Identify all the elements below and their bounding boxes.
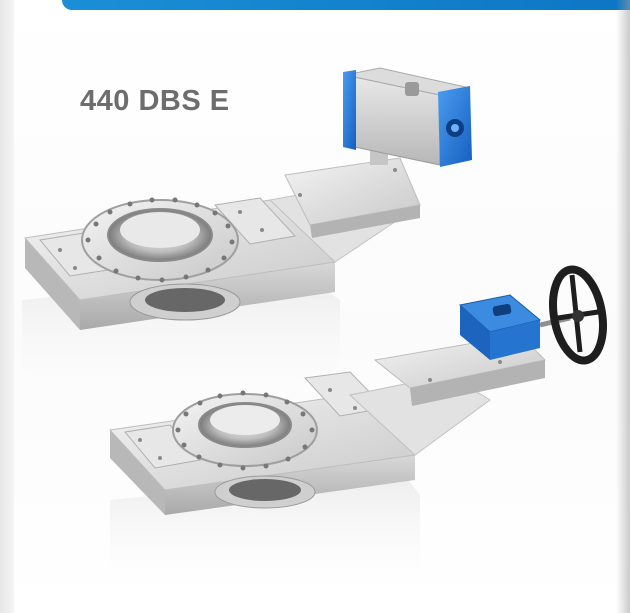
left-edge-strip	[0, 0, 14, 613]
manual-gearbox	[458, 294, 571, 360]
pneumatic-actuator	[343, 67, 472, 167]
product-title: 440 DBS E	[80, 85, 230, 117]
right-edge-shadow	[616, 0, 630, 613]
header-accent-bar	[62, 0, 630, 10]
manual-gate-valve	[108, 265, 607, 600]
handwheel-icon	[549, 265, 607, 365]
pneumatic-gate-valve	[22, 67, 472, 400]
